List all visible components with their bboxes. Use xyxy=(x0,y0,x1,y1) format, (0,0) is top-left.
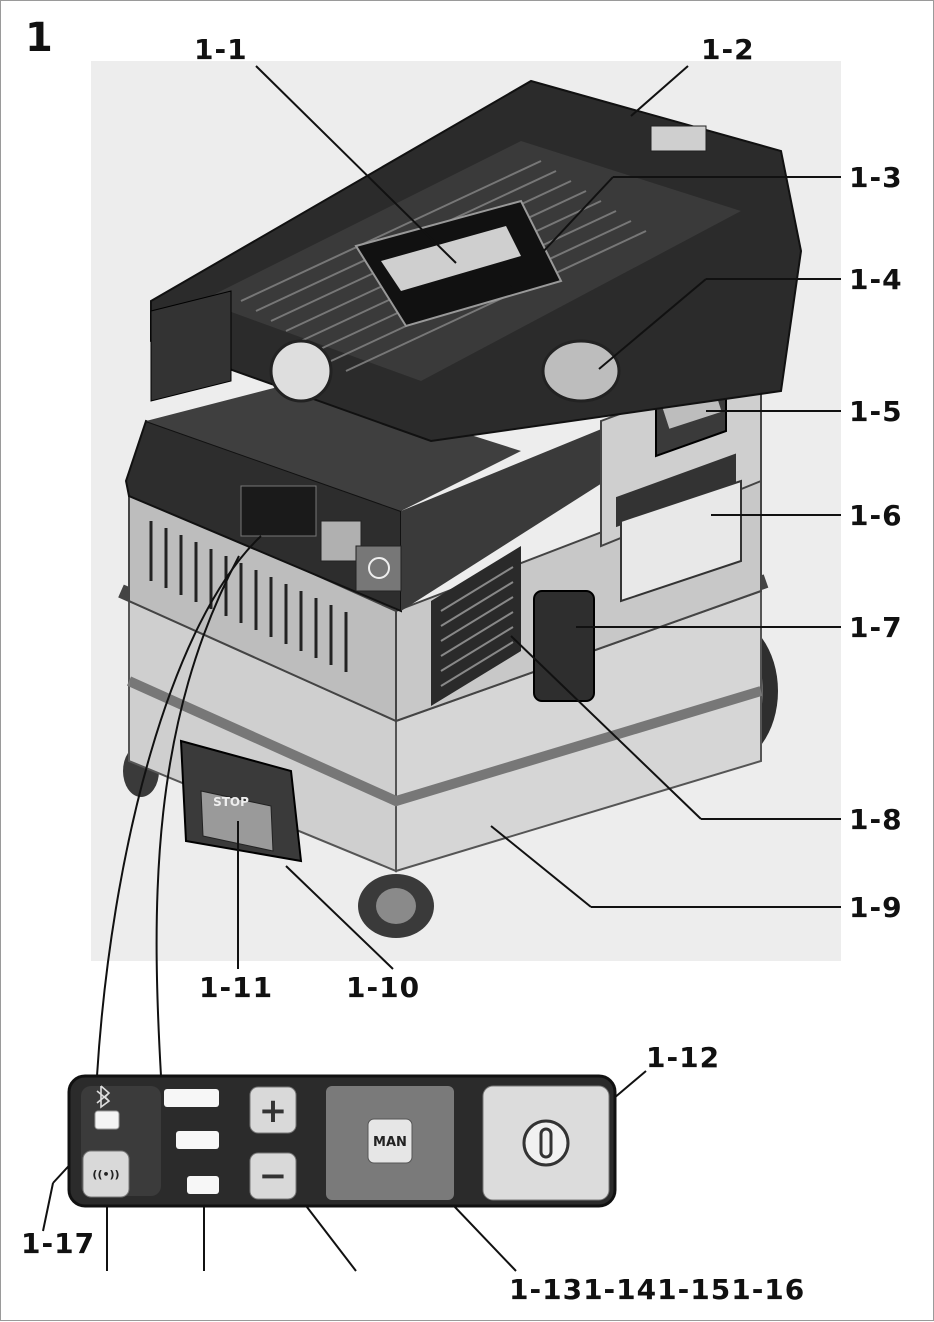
bluetooth-led xyxy=(94,1110,120,1130)
callout-1-8: 1-8 xyxy=(849,803,903,836)
bluetooth-icon xyxy=(96,1085,111,1109)
level-led-3 xyxy=(187,1176,219,1194)
front-caster-left xyxy=(123,745,434,938)
control-head xyxy=(124,381,621,613)
plus-label: + xyxy=(259,1091,288,1131)
top-lid xyxy=(150,79,803,443)
lid-knob xyxy=(541,339,621,403)
callout-1-10: 1-10 xyxy=(346,971,421,1004)
remote-signal-button[interactable] xyxy=(82,1150,130,1198)
callout-1-5: 1-5 xyxy=(849,395,903,428)
minus-button[interactable] xyxy=(249,1152,297,1200)
callout-1-3: 1-3 xyxy=(849,161,903,194)
minus-label: − xyxy=(259,1156,288,1196)
latch-handle xyxy=(533,590,595,702)
callout-1-2: 1-2 xyxy=(701,33,755,66)
stop-text: STOP xyxy=(213,795,249,809)
leader-lines xyxy=(42,65,841,1272)
callout-1-6: 1-6 xyxy=(849,499,903,532)
figure-number: 1 xyxy=(25,15,53,61)
power-icon[interactable] xyxy=(522,1119,570,1167)
man-button[interactable] xyxy=(367,1118,413,1164)
callout-1-4: 1-4 xyxy=(849,263,903,296)
callout-1-13-to-1-16: 1-131-141-151-16 xyxy=(509,1273,806,1306)
plus-button[interactable] xyxy=(249,1086,297,1134)
callout-1-11: 1-11 xyxy=(199,971,274,1004)
level-led-2 xyxy=(176,1131,219,1149)
callout-1-17: 1-17 xyxy=(21,1227,96,1260)
level-led-1 xyxy=(164,1089,219,1107)
callout-1-7: 1-7 xyxy=(849,611,903,644)
callout-1-1: 1-1 xyxy=(194,33,248,66)
callout-1-9: 1-9 xyxy=(849,891,903,924)
control-panel-enlarged: ((•)) + − MAN xyxy=(67,1074,617,1208)
remote-signal-icon: ((•)) xyxy=(92,1168,119,1181)
callout-1-12: 1-12 xyxy=(646,1041,721,1074)
man-label: MAN xyxy=(373,1135,407,1150)
